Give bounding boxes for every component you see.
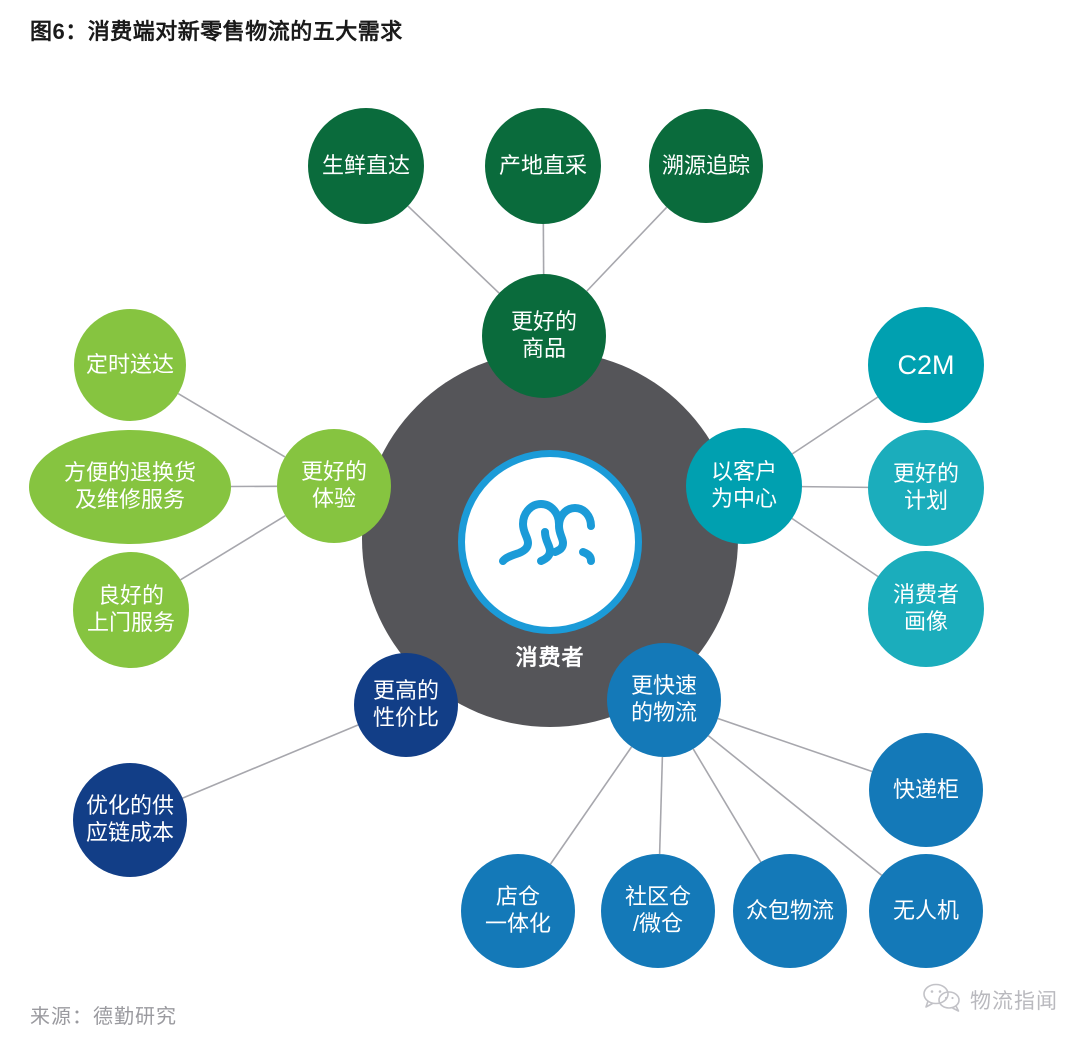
node-label: 店仓 一体化 — [484, 884, 551, 936]
node-label: 无人机 — [892, 897, 959, 923]
node-consumer-profile[interactable]: 消费者 画像 — [868, 551, 984, 667]
edge-scheduled-delivery-to-better-experience — [177, 392, 286, 458]
node-customer-centric[interactable]: 以客户 为中心 — [686, 428, 802, 544]
edge-fresh-direct-to-better-goods — [407, 205, 500, 294]
edge-drone-to-faster-logistics — [707, 735, 883, 876]
node-traceability[interactable]: 溯源追踪 — [649, 109, 763, 223]
node-optimized-cost[interactable]: 优化的供 应链成本 — [73, 763, 187, 877]
page-title: 图6：消费端对新零售物流的五大需求 — [30, 19, 403, 44]
node-label: 产地直采 — [498, 152, 587, 178]
source-note: 来源：德勤研究 — [30, 1006, 177, 1028]
node-drone[interactable]: 无人机 — [869, 854, 983, 968]
node-label: 更好的 计划 — [892, 461, 959, 513]
node-label: 更快速 的物流 — [630, 673, 697, 725]
node-label: 众包物流 — [745, 897, 834, 923]
node-better-experience[interactable]: 更好的 体验 — [277, 429, 391, 543]
node-origin-sourcing[interactable]: 产地直采 — [485, 108, 601, 224]
wechat-bubbles-icon — [922, 982, 962, 1017]
node-better-planning[interactable]: 更好的 计划 — [868, 430, 984, 546]
node-label: 方便的退换货 及维修服务 — [63, 460, 196, 512]
node-crowdsourced[interactable]: 众包物流 — [733, 854, 847, 968]
edge-traceability-to-better-goods — [586, 206, 668, 292]
node-faster-logistics[interactable]: 更快速 的物流 — [607, 643, 721, 757]
node-label: 良好的 上门服务 — [86, 583, 175, 635]
node-easy-returns[interactable]: 方便的退换货 及维修服务 — [29, 430, 231, 544]
node-parcel-locker[interactable]: 快递柜 — [869, 733, 983, 847]
consumer-hub[interactable] — [458, 450, 642, 634]
edge-crowdsourced-to-faster-logistics — [692, 748, 762, 863]
node-label: 以客户 为中心 — [710, 459, 777, 511]
edge-community-warehouse-to-faster-logistics — [658, 756, 664, 855]
node-better-goods[interactable]: 更好的 商品 — [482, 274, 606, 398]
edge-better-planning-to-customer-centric — [801, 485, 869, 489]
node-label: 优化的供 应链成本 — [85, 793, 174, 845]
node-home-service[interactable]: 良好的 上门服务 — [73, 552, 189, 668]
node-label: 定时送达 — [85, 351, 174, 377]
node-label: 消费者 画像 — [892, 582, 959, 634]
node-label: C2M — [897, 349, 955, 380]
node-label: 溯源追踪 — [661, 152, 750, 178]
node-c2m[interactable]: C2M — [868, 307, 984, 423]
node-label: 更高的 性价比 — [372, 678, 439, 730]
consumer-label: 消费者 — [515, 645, 585, 670]
edge-parcel-locker-to-faster-logistics — [717, 717, 873, 773]
node-label: 更好的 体验 — [300, 459, 367, 511]
edge-store-warehouse-to-faster-logistics — [549, 746, 633, 865]
edge-consumer-profile-to-customer-centric — [791, 517, 879, 578]
node-community-warehouse[interactable]: 社区仓 /微仓 — [601, 854, 715, 968]
node-better-value[interactable]: 更高的 性价比 — [354, 653, 458, 757]
edge-c2m-to-customer-centric — [791, 396, 879, 455]
watermark: 物流指闻 — [922, 982, 1058, 1017]
node-label: 快递柜 — [892, 776, 959, 802]
node-scheduled-delivery[interactable]: 定时送达 — [74, 309, 186, 421]
node-store-warehouse[interactable]: 店仓 一体化 — [461, 854, 575, 968]
node-label: 更好的 商品 — [510, 309, 577, 361]
node-fresh-direct[interactable]: 生鲜直达 — [308, 108, 424, 224]
watermark-label: 物流指闻 — [970, 989, 1058, 1013]
node-label: 生鲜直达 — [321, 152, 410, 178]
edge-optimized-cost-to-better-value — [182, 724, 359, 799]
edge-home-service-to-better-experience — [180, 515, 286, 581]
two-people-icon — [491, 496, 609, 588]
node-label: 社区仓 /微仓 — [624, 884, 691, 936]
